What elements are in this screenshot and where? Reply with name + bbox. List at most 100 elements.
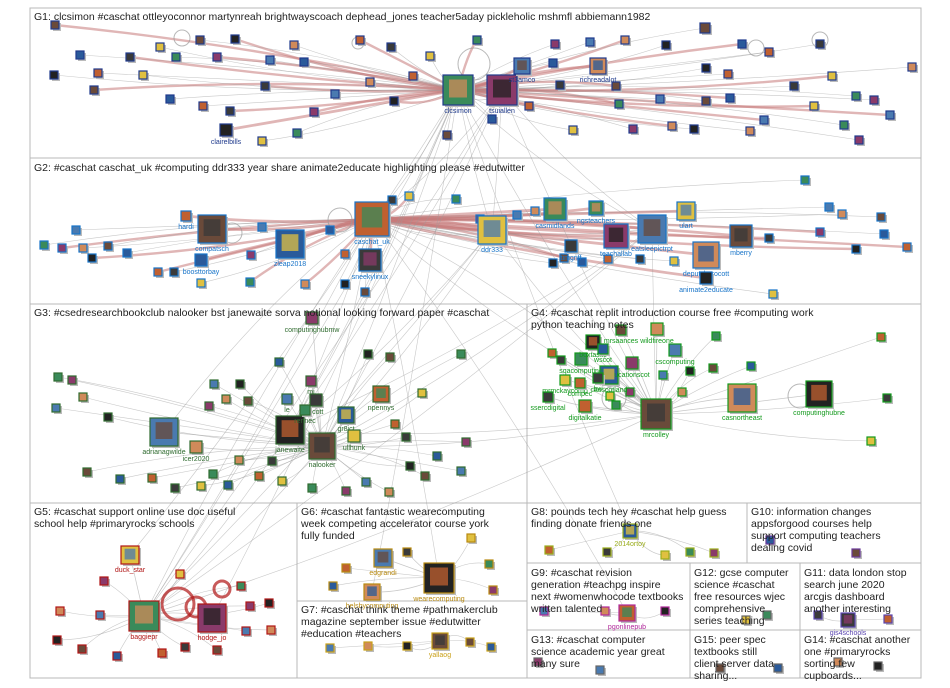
graph-node-wearecomputing[interactable] [423, 562, 456, 595]
graph-node-edgrandi[interactable] [373, 548, 394, 569]
graph-node[interactable] [402, 641, 413, 652]
graph-node[interactable] [57, 243, 68, 254]
graph-node[interactable] [55, 606, 66, 617]
graph-node[interactable] [103, 241, 114, 252]
graph-node[interactable] [603, 254, 614, 265]
graph-node[interactable] [741, 615, 752, 626]
graph-node[interactable] [212, 645, 223, 656]
graph-node[interactable] [737, 39, 748, 50]
graph-node[interactable] [112, 651, 123, 662]
graph-node-ulart[interactable] [676, 201, 697, 222]
graph-node-st3amco[interactable] [513, 57, 532, 76]
graph-node[interactable] [175, 569, 186, 580]
graph-node[interactable] [486, 642, 497, 653]
graph-node[interactable] [243, 396, 254, 407]
graph-node[interactable] [851, 548, 862, 559]
graph-node[interactable] [456, 466, 467, 477]
graph-node[interactable] [879, 229, 890, 240]
graph-node[interactable] [355, 35, 366, 46]
graph-node-npennys[interactable] [372, 385, 391, 404]
graph-node[interactable] [655, 94, 666, 105]
graph-node[interactable] [539, 606, 550, 617]
graph-node[interactable] [75, 50, 86, 61]
graph-node-deputybgrocott[interactable] [692, 241, 721, 270]
graph-node-boosttorbay[interactable] [194, 253, 209, 268]
graph-node-pgonlinepub[interactable] [618, 604, 637, 623]
graph-node[interactable] [153, 267, 164, 278]
graph-node[interactable] [660, 550, 671, 561]
graph-node-gis4schools[interactable] [840, 612, 857, 629]
graph-node[interactable] [341, 563, 352, 574]
graph-node[interactable] [614, 99, 625, 110]
graph-node-bw[interactable] [592, 372, 605, 385]
graph-node[interactable] [824, 202, 835, 213]
graph-node[interactable] [299, 57, 310, 68]
graph-node-clcsimon[interactable] [442, 74, 475, 107]
graph-node[interactable] [425, 51, 436, 62]
graph-node[interactable] [585, 37, 596, 48]
graph-node[interactable] [555, 80, 566, 91]
graph-node[interactable] [307, 483, 318, 494]
graph-node[interactable] [533, 657, 544, 668]
graph-node[interactable] [701, 63, 712, 74]
graph-node[interactable] [669, 256, 680, 267]
graph-node[interactable] [169, 267, 180, 278]
graph-node[interactable] [764, 233, 775, 244]
graph-node[interactable] [487, 114, 498, 125]
graph-node-ddr333[interactable] [477, 215, 508, 246]
graph-node[interactable] [171, 52, 182, 63]
graph-node-richreadalot[interactable] [589, 57, 608, 76]
graph-node[interactable] [50, 20, 61, 31]
graph-node[interactable] [195, 35, 206, 46]
graph-node[interactable] [885, 110, 896, 121]
graph-node[interactable] [360, 287, 371, 298]
graph-node[interactable] [559, 253, 570, 264]
graph-node[interactable] [851, 244, 862, 255]
graph-node[interactable] [180, 642, 191, 653]
graph-node[interactable] [661, 40, 672, 51]
graph-node[interactable] [223, 480, 234, 491]
graph-node[interactable] [625, 387, 636, 398]
graph-node[interactable] [907, 62, 918, 73]
graph-node[interactable] [277, 476, 288, 487]
graph-node[interactable] [363, 641, 374, 652]
graph-node-mrmckaycomp[interactable] [559, 374, 572, 387]
graph-node[interactable] [196, 278, 207, 289]
graph-node-mrcolley[interactable] [640, 398, 673, 431]
graph-node[interactable] [677, 387, 688, 398]
graph-node[interactable] [209, 379, 220, 390]
graph-node[interactable] [715, 663, 726, 674]
graph-node[interactable] [876, 332, 887, 343]
graph-node-casmidlands[interactable] [543, 197, 568, 222]
graph-node[interactable] [138, 70, 149, 81]
graph-node-hodge-jo[interactable] [197, 603, 228, 634]
graph-node[interactable] [99, 576, 110, 587]
graph-node[interactable] [809, 101, 820, 112]
graph-node[interactable] [103, 412, 114, 423]
graph-node[interactable] [95, 610, 106, 621]
graph-node[interactable] [854, 135, 865, 146]
graph-node-compec[interactable] [574, 377, 587, 390]
graph-node[interactable] [165, 94, 176, 105]
graph-node[interactable] [488, 585, 499, 596]
graph-node[interactable] [568, 125, 579, 136]
graph-node-adrianagwilde[interactable] [149, 417, 180, 448]
graph-node[interactable] [420, 471, 431, 482]
graph-node-teachallab[interactable] [603, 223, 630, 250]
graph-node-sqacomputing[interactable] [574, 352, 589, 367]
graph-node[interactable] [300, 279, 311, 290]
graph-node[interactable] [512, 210, 523, 221]
graph-node-cscomputing[interactable] [668, 343, 683, 358]
graph-node-zleap2018[interactable] [275, 229, 306, 260]
graph-node[interactable] [254, 471, 265, 482]
graph-node[interactable] [49, 70, 60, 81]
graph-node[interactable] [699, 22, 712, 35]
graph-node-duck-star[interactable] [120, 545, 141, 566]
graph-node[interactable] [196, 481, 207, 492]
graph-node[interactable] [155, 42, 166, 53]
graph-node[interactable] [577, 257, 588, 268]
graph-node[interactable] [628, 124, 639, 135]
graph-node-rennec[interactable] [299, 404, 312, 417]
graph-node-gr8ict[interactable] [337, 406, 356, 425]
graph-node[interactable] [451, 194, 462, 205]
